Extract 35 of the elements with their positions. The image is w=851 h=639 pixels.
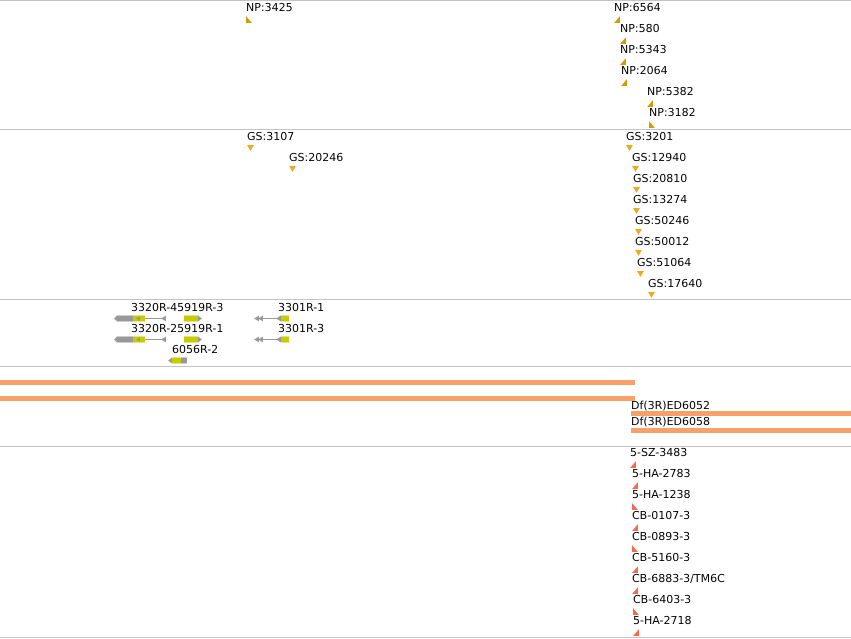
feature-name: NP:5382 bbox=[647, 86, 694, 98]
feature-name: NP:2064 bbox=[621, 65, 668, 77]
feature-name: GS:13274 bbox=[633, 194, 688, 206]
feature-name: GS:51064 bbox=[637, 257, 692, 269]
deletion-bar bbox=[0, 380, 635, 385]
deletion-bar bbox=[0, 396, 635, 401]
feature-name: GS:20246 bbox=[289, 152, 344, 164]
feature-name: 3320R-25919R-1 bbox=[131, 323, 224, 335]
feature-name: GS:3107 bbox=[247, 131, 294, 143]
feature-name: CB-5160-3 bbox=[632, 552, 690, 564]
feature-name: CB-0893-3 bbox=[632, 531, 690, 543]
feature-name: GS:17640 bbox=[648, 278, 702, 290]
feature-name: 5-HA-2783 bbox=[632, 468, 690, 480]
feature-name: 6056R-2 bbox=[172, 344, 218, 356]
feature-name: GS:12940 bbox=[632, 152, 686, 164]
feature-name: GS:20810 bbox=[633, 173, 688, 185]
feature-name: NP:580 bbox=[620, 23, 660, 35]
feature-name: 3301R-3 bbox=[278, 323, 324, 335]
feature-name: GS:50246 bbox=[635, 215, 690, 227]
feature-name: NP:5343 bbox=[620, 44, 667, 56]
feature-name: GS:3201 bbox=[626, 131, 674, 143]
feature-name: Df(3R)ED6052 bbox=[631, 400, 710, 412]
feature-name: CB-6403-3 bbox=[633, 594, 692, 606]
feature-name: NP:3425 bbox=[246, 2, 293, 14]
feature-name: NP:3182 bbox=[649, 107, 696, 119]
feature-name: Df(3R)ED6058 bbox=[631, 416, 710, 428]
feature-name: NP:6564 bbox=[614, 2, 661, 14]
feature-name: 5-SZ-3483 bbox=[630, 447, 688, 459]
feature-name: 5-HA-2718 bbox=[633, 615, 692, 627]
feature-name: 3301R-1 bbox=[278, 302, 324, 314]
feature-name: GS:50012 bbox=[635, 236, 690, 248]
feature-name: 3320R-45919R-3 bbox=[131, 302, 224, 314]
feature-name: CB-0107-3 bbox=[632, 510, 690, 522]
feature-name: 5-HA-1238 bbox=[632, 489, 690, 501]
feature-name: CB-6883-3/TM6C bbox=[632, 573, 725, 585]
